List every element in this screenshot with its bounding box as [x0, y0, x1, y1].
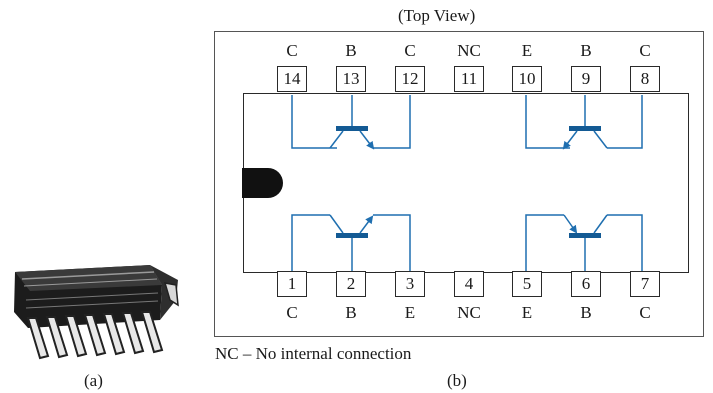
top-pin-function: C: [639, 41, 651, 60]
top-pin-function: B: [345, 41, 357, 60]
bottom-pin-function: E: [404, 303, 416, 322]
bottom-pin-number: 5: [512, 271, 542, 297]
top-pin-number: 11: [454, 66, 484, 92]
bottom-pin-number: 1: [277, 271, 307, 297]
package-lead: [102, 313, 126, 356]
top-pin-number: 8: [630, 66, 660, 92]
bottom-pin-function: NC: [457, 303, 481, 322]
top-pin-function: C: [404, 41, 416, 60]
bottom-pin-function: B: [345, 303, 357, 322]
top-pin-function: B: [580, 41, 592, 60]
footnote: NC – No internal connection: [215, 344, 412, 363]
top-pin-number: 10: [512, 66, 542, 92]
bottom-pin-function: E: [521, 303, 533, 322]
top-pin-function: E: [521, 41, 533, 60]
transistor-symbol-icon: [525, 95, 643, 150]
package-lead: [45, 316, 69, 359]
top-pin-number: 13: [336, 66, 366, 92]
chip-body: [243, 93, 689, 273]
package-lead: [140, 311, 164, 354]
bottom-pin-number: 4: [454, 271, 484, 297]
bottom-pin-number: 3: [395, 271, 425, 297]
transistor-symbol-icon: [291, 214, 411, 271]
top-pin-number: 9: [571, 66, 601, 92]
diagram-frame: [214, 31, 704, 337]
top-pin-number: 14: [277, 66, 307, 92]
caption-a: (a): [84, 371, 103, 390]
view-title: (Top View): [398, 6, 476, 25]
top-pin-function: NC: [457, 41, 481, 60]
bottom-pin-function: C: [639, 303, 651, 322]
bottom-pin-number: 2: [336, 271, 366, 297]
transistor-symbol-icon: [525, 214, 643, 271]
top-pin-function: C: [286, 41, 298, 60]
bottom-pin-function: C: [286, 303, 298, 322]
pin1-notch-icon: [242, 168, 283, 198]
package-lead: [26, 317, 50, 360]
package-lead: [64, 315, 88, 358]
package-lead: [121, 312, 145, 355]
bottom-pin-number: 7: [630, 271, 660, 297]
transistor-symbol-icon: [291, 95, 411, 150]
caption-b: (b): [447, 371, 467, 390]
bottom-pin-number: 6: [571, 271, 601, 297]
bottom-pin-function: B: [580, 303, 592, 322]
top-pin-number: 12: [395, 66, 425, 92]
package-lead: [83, 314, 107, 357]
